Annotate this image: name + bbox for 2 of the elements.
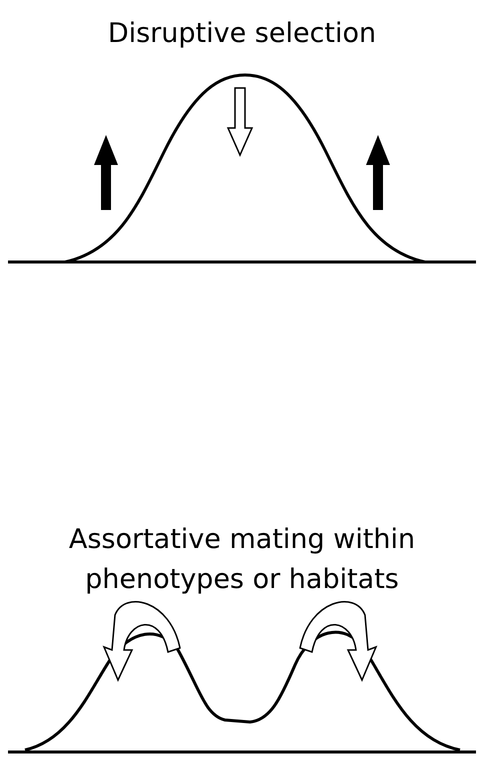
heading: Disruptive selection <box>106 17 378 51</box>
heading: Assortative mating within phenotypes or habitats <box>68 523 416 597</box>
